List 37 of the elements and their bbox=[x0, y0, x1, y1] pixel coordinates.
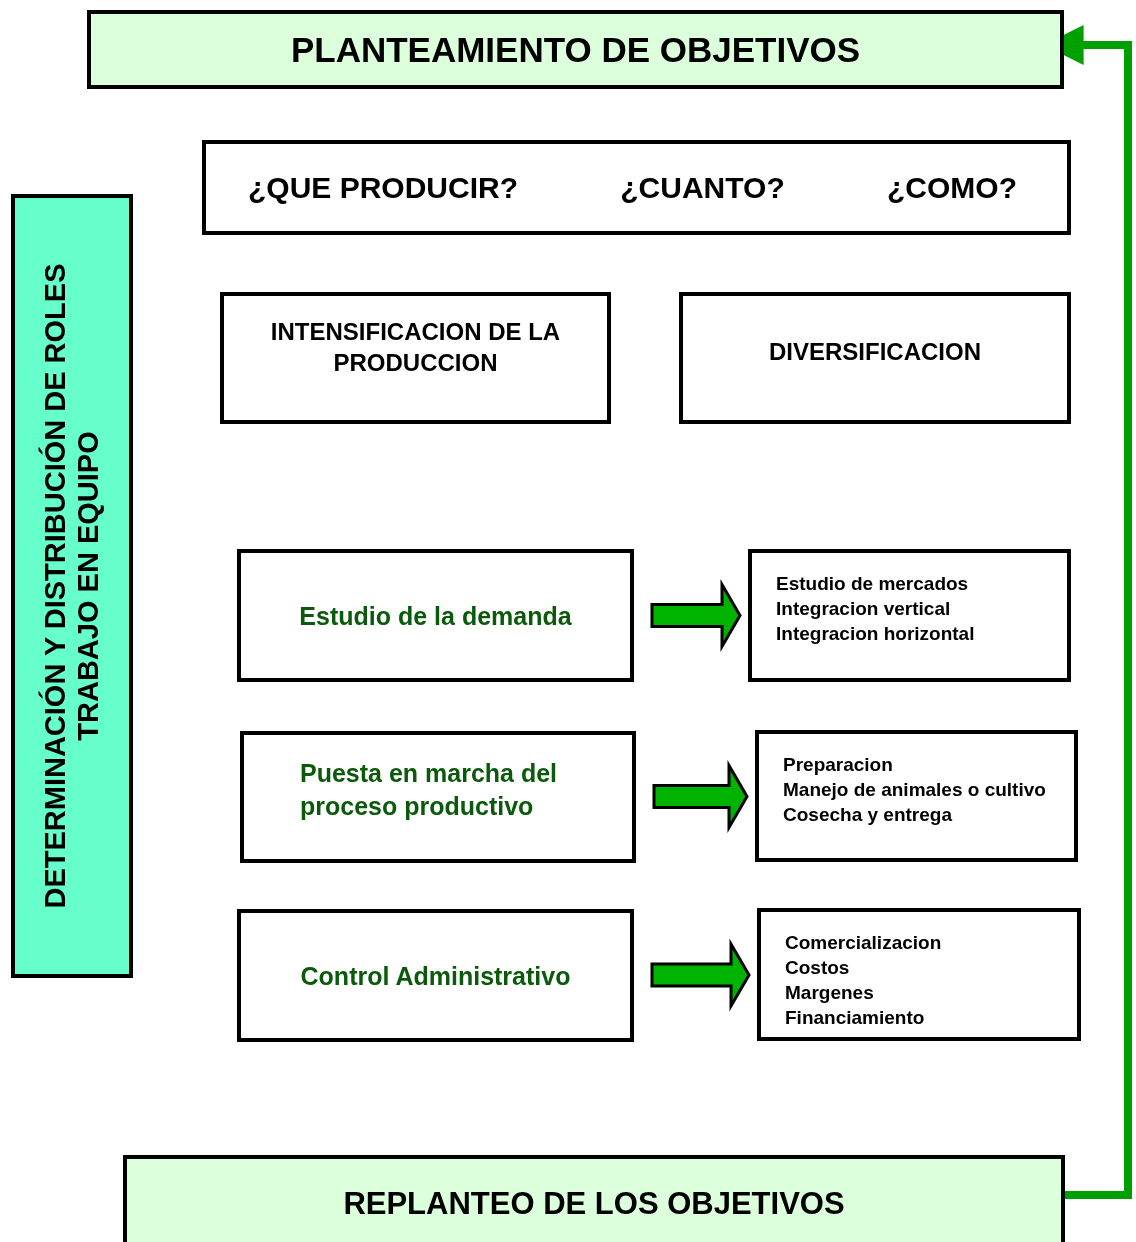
banner-text: DETERMINACIÓN Y DISTRIBUCIÓN DE ROLES bbox=[38, 263, 72, 909]
box-text: Estudio de mercados bbox=[776, 572, 969, 596]
process-box bbox=[237, 549, 634, 682]
box-text: Integracion vertical bbox=[776, 597, 951, 622]
box-text: ¿QUE PRODUCIR? bbox=[248, 169, 518, 206]
box-text: Costos bbox=[785, 956, 850, 981]
box-text: ¿COMO? bbox=[887, 169, 1017, 206]
block-arrow bbox=[650, 938, 751, 1012]
process-box bbox=[220, 292, 611, 424]
box-text: PLANTEAMIENTO DE OBJETIVOS bbox=[290, 28, 861, 71]
vertical-banner bbox=[11, 194, 133, 978]
process-box bbox=[757, 908, 1081, 1041]
box-text: DIVERSIFICACION bbox=[769, 338, 981, 367]
process-box bbox=[240, 731, 636, 863]
box-text: Preparacion bbox=[783, 753, 893, 777]
block-arrow bbox=[650, 578, 742, 653]
box-text: Puesta en marcha del proceso productivo bbox=[300, 758, 559, 822]
box-text: INTENSIFICACION DE LA PRODUCCION bbox=[269, 317, 562, 379]
block-arrow bbox=[652, 759, 749, 834]
box-text: Integracion horizontal bbox=[776, 622, 975, 647]
process-box bbox=[755, 730, 1078, 862]
box-text: Margenes bbox=[785, 981, 874, 1006]
process-box bbox=[748, 549, 1071, 682]
box-text: Manejo de animales o cultivo bbox=[783, 778, 1046, 803]
box-text: Cosecha y entrega bbox=[783, 803, 952, 828]
box-text: Estudio de la demanda bbox=[299, 600, 572, 631]
process-box bbox=[123, 1155, 1065, 1242]
process-box bbox=[237, 909, 634, 1042]
process-box bbox=[87, 10, 1064, 89]
box-text: REPLANTEO DE LOS OBJETIVOS bbox=[343, 1185, 845, 1223]
box-text: Financiamiento bbox=[785, 1006, 925, 1031]
box-text: ¿CUANTO? bbox=[620, 169, 785, 206]
box-text: Control Administrativo bbox=[300, 960, 571, 991]
banner-text: TRABAJO EN EQUIPO bbox=[72, 431, 105, 741]
process-box bbox=[202, 140, 1071, 235]
box-text: Comercializacion bbox=[785, 931, 942, 955]
process-box bbox=[679, 292, 1071, 424]
